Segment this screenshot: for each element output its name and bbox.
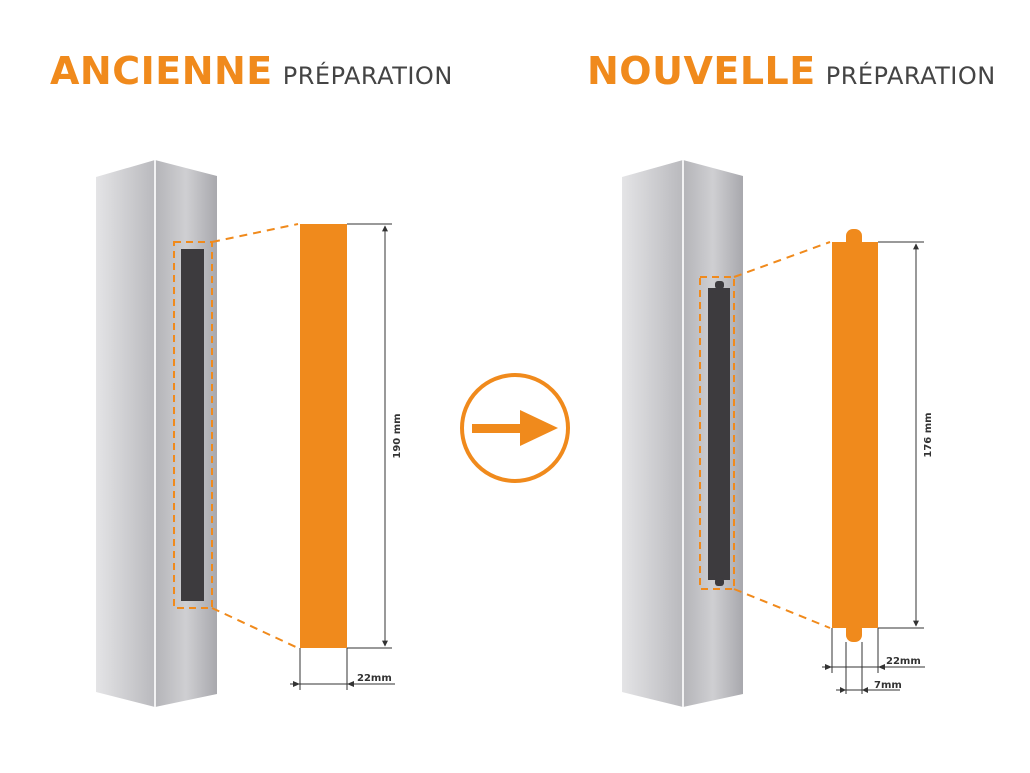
after-width-arrow-right [878, 664, 885, 670]
before-cutout [300, 224, 347, 648]
before-width-label: 22mm [357, 673, 392, 684]
before-width-arrow-left [293, 681, 300, 687]
before-zoom-line-top [211, 223, 299, 243]
after-width-label: 22mm [886, 656, 921, 667]
after-tab-arrow-right [862, 687, 868, 693]
transition-arrow-shaft [472, 424, 524, 433]
before-width-dimension: 22mm [290, 648, 395, 690]
after-tab-label: 7mm [874, 680, 902, 691]
after-height-label: 176 mm [923, 412, 934, 457]
after-title-bold: NOUVELLE [587, 49, 816, 93]
after-heading: NOUVELLE PRÉPARATION [587, 52, 996, 90]
transition-arrow-head [520, 410, 558, 446]
after-zoom-line-bottom [733, 588, 831, 629]
after-zoom-line-top [733, 241, 831, 278]
after-cutout-tab-top [846, 229, 862, 249]
after-zoom-lines [733, 241, 831, 629]
arrow-right-icon [460, 373, 570, 483]
after-slot-tab-top [715, 281, 724, 289]
after-height-dimension: 176 mm [878, 241, 934, 629]
after-tab-arrow-left [840, 687, 846, 693]
after-slot [708, 288, 730, 580]
before-post [96, 160, 217, 707]
before-slot-outline [173, 241, 213, 609]
before-title-light: PRÉPARATION [282, 62, 453, 90]
before-slot [181, 249, 204, 601]
after-title-light: PRÉPARATION [825, 62, 996, 90]
after-cutout [832, 229, 878, 642]
before-width-arrow-right [347, 681, 354, 687]
before-zoom-line-bottom [211, 607, 299, 649]
after-post-left-face [622, 160, 683, 707]
after-width-dimension: 22mm [822, 628, 925, 673]
after-cutout-tab-bottom [846, 622, 862, 642]
after-cutout-body [832, 242, 878, 628]
after-slot-tab-bottom [715, 578, 724, 586]
transition-circle [460, 373, 570, 483]
after-slot-outline [699, 276, 735, 590]
before-zoom-lines [211, 223, 299, 649]
before-heading: ANCIENNE PRÉPARATION [50, 52, 453, 90]
before-height-dimension: 190 mm [347, 223, 403, 649]
after-tab-dimension: 7mm [836, 642, 902, 694]
before-height-label: 190 mm [392, 413, 403, 458]
before-post-left-face [96, 160, 155, 707]
after-width-arrow-left [825, 664, 832, 670]
before-title-bold: ANCIENNE [50, 49, 273, 93]
after-post [622, 160, 743, 707]
